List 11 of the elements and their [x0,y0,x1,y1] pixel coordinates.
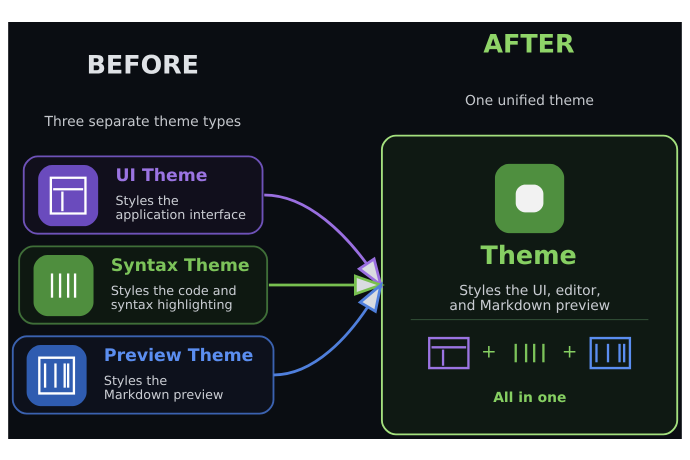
arrow [268,274,385,296]
label: AFTER [483,28,575,58]
node-box: UI Theme Styles the application interface [22,154,264,234]
node-box: Theme Styles the UI, editor, and Markdown preview + + All in one [381,134,678,435]
label: BEFORE [86,48,199,79]
node-box: Syntax Theme Styles the code and syntax highlighting [18,244,268,324]
arrow [264,193,384,288]
arrow [273,280,383,376]
label: One unified theme [464,92,594,109]
node-box: Preview Theme Styles the Markdown preview [12,334,274,414]
label: Three separate theme types [44,113,242,130]
